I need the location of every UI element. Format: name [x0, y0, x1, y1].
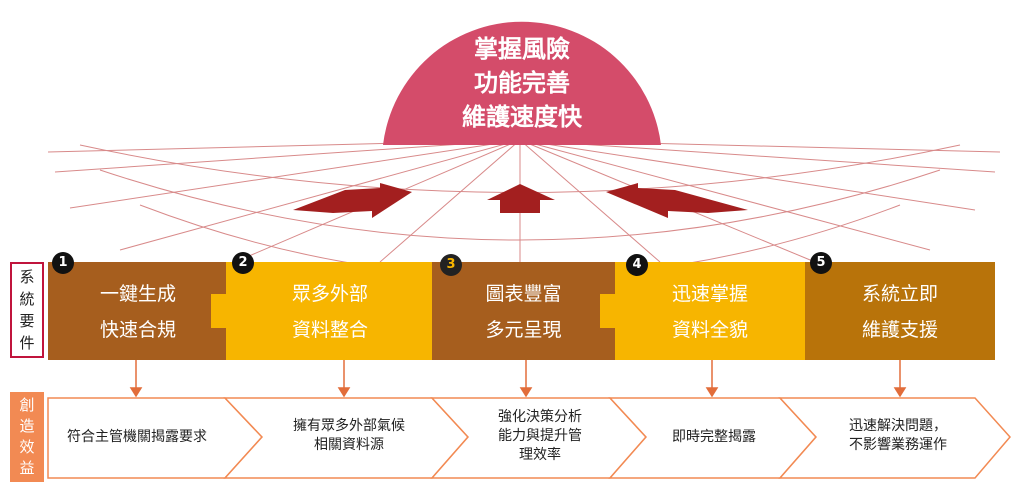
- left-arrow: [293, 183, 412, 218]
- benefits-label: 創 造 效 益: [10, 392, 44, 482]
- requirements-label-char: 要: [19, 312, 35, 330]
- badge-1: 1: [52, 252, 74, 274]
- puzzle-tab-4: [600, 294, 618, 328]
- benefit-3-text: 強化決策分析 能力與提升管 理效率: [470, 408, 610, 465]
- requirement-line: 系統立即: [861, 283, 938, 305]
- puzzle-piece-2: [226, 262, 434, 360]
- requirement-1-text: 一鍵生成 快速合規: [48, 276, 228, 348]
- benefit-line: 相關資料源: [314, 437, 384, 453]
- requirement-line: 一鍵生成: [99, 283, 176, 305]
- right-arrow: [606, 183, 748, 218]
- connector-arrows: [129, 360, 907, 398]
- benefits-label-char: 益: [19, 459, 35, 477]
- benefit-5-text: 迅速解決問題， 不影響業務運作: [818, 417, 978, 455]
- benefit-line: 能力與提升管: [498, 428, 582, 444]
- requirement-3-text: 圖表豐富 多元呈現: [432, 276, 615, 348]
- requirement-5-text: 系統立即 維護支援: [805, 276, 995, 348]
- puzzle-piece-1: [48, 262, 228, 360]
- goal-dome: [383, 21, 661, 146]
- benefits-label-char: 效: [19, 438, 35, 456]
- requirements-label-char: 統: [19, 290, 35, 308]
- badge-5: 5: [810, 252, 832, 274]
- benefit-line: 理效率: [519, 447, 561, 463]
- badge-3: 3: [440, 254, 462, 276]
- requirements-label-char: 件: [19, 334, 35, 352]
- puzzle-piece-4: [615, 262, 805, 360]
- requirement-line: 圖表豐富: [485, 283, 562, 305]
- benefit-line: 即時完整揭露: [672, 429, 756, 445]
- requirement-line: 迅速掌握: [671, 283, 748, 305]
- requirements-label: 系 統 要 件: [10, 262, 44, 358]
- benefit-line: 擁有眾多外部氣候: [293, 418, 405, 434]
- badge-4: 4: [626, 254, 648, 276]
- benefit-4-text: 即時完整揭露: [646, 428, 782, 447]
- puzzle-piece-5: [805, 262, 995, 360]
- puzzle-tab-2: [211, 294, 229, 328]
- goal-line-3: 維護速度快: [462, 103, 582, 131]
- badge-2: 2: [232, 252, 254, 274]
- benefits-label-char: 造: [19, 417, 35, 435]
- puzzle-piece-3: [432, 262, 615, 360]
- benefit-line: 不影響業務運作: [849, 437, 947, 453]
- requirements-label-char: 系: [19, 268, 35, 286]
- goal-line-1: 掌握風險: [474, 35, 570, 63]
- requirement-line: 快速合規: [99, 319, 176, 341]
- requirement-line: 眾多外部: [291, 283, 368, 305]
- requirement-2-text: 眾多外部 資料整合: [226, 276, 434, 348]
- requirement-4-text: 迅速掌握 資料全貌: [615, 276, 805, 348]
- benefit-chevrons: [47, 397, 1011, 479]
- requirement-line: 多元呈現: [485, 319, 562, 341]
- benefits-label-char: 創: [19, 396, 35, 414]
- benefit-line: 強化決策分析: [498, 409, 582, 425]
- center-arrow: [487, 184, 555, 213]
- benefit-2-text: 擁有眾多外部氣候 相關資料源: [268, 417, 430, 455]
- benefit-line: 迅速解決問題，: [849, 418, 947, 434]
- goal-line-2: 功能完善: [474, 69, 570, 97]
- goal-text: 掌握風險 功能完善 維護速度快: [400, 32, 644, 134]
- requirement-line: 資料全貌: [671, 319, 748, 341]
- requirement-line: 資料整合: [291, 319, 368, 341]
- requirement-line: 維護支援: [861, 319, 938, 341]
- benefit-line: 符合主管機關揭露要求: [67, 429, 207, 445]
- benefit-1-text: 符合主管機關揭露要求: [52, 428, 222, 447]
